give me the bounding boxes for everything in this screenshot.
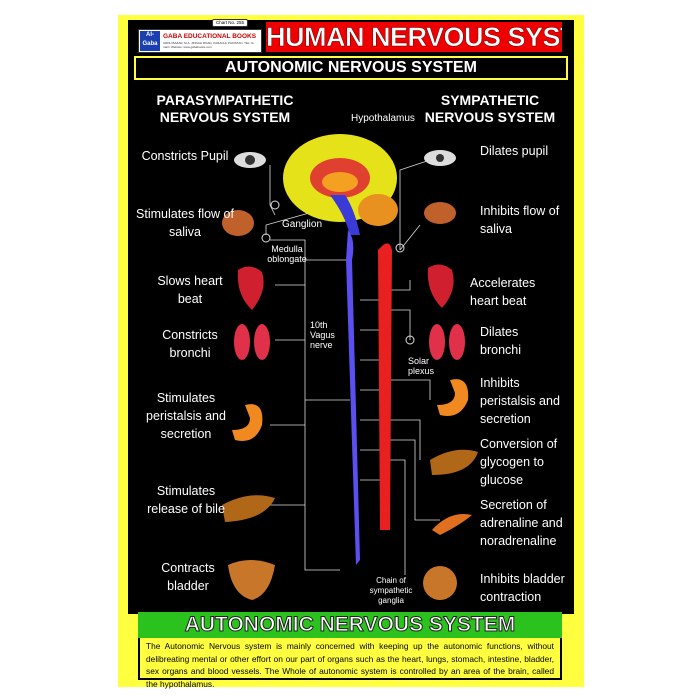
stomach-left — [232, 404, 263, 441]
right-label: Accelerates heart beat — [470, 276, 536, 308]
right-label: Inhibits flow of saliva — [480, 204, 560, 236]
connector-lines — [265, 159, 440, 575]
right-label: Secretion of adrenaline and noradrenalin… — [480, 498, 563, 548]
left-label: Contracts bladder — [161, 561, 215, 593]
sympathetic-chain — [378, 243, 392, 531]
heart-right — [427, 264, 454, 308]
lungs-left — [234, 324, 270, 360]
publisher-name: GABA EDUCATIONAL BOOKS — [163, 33, 257, 40]
eye-icon-right — [424, 150, 456, 166]
adrenal-gland — [432, 514, 472, 535]
footer-title: AUTONOMIC NERVOUS SYSTEM — [138, 612, 562, 638]
sympathetic-heading: SYMPATHETIC NERVOUS SYSTEM — [424, 92, 556, 125]
left-label: Stimulates release of bile — [147, 484, 225, 516]
left-label: Constricts Pupil — [141, 149, 229, 163]
left-label: Slows heart beat — [157, 274, 223, 306]
liver-left — [222, 495, 275, 522]
right-label: Inhibits peristalsis and secretion — [480, 376, 560, 426]
footer-description: The Autonomic Nervous system is mainly c… — [138, 638, 562, 689]
liver-right — [430, 449, 478, 475]
right-label: Dilates bronchi — [480, 325, 521, 357]
parasympathetic-heading: PARASYMPATHETIC NERVOUS SYSTEM — [156, 92, 294, 125]
publisher-address: URDU BAZAR, M.A. JINNAH ROAD, KARACHI, P… — [163, 41, 255, 49]
ganglion-marker — [261, 233, 271, 243]
ganglion-marker — [395, 243, 405, 253]
brain-stem — [330, 195, 360, 235]
poster-subtitle: AUTONOMIC NERVOUS SYSTEM — [134, 56, 568, 80]
bladder-left — [228, 560, 275, 600]
salivary-gland-right — [424, 202, 456, 224]
left-label: Stimulates peristalsis and secretion — [146, 391, 226, 441]
ganglion-label: Ganglion — [282, 219, 323, 230]
bladder-right — [423, 566, 457, 600]
chart-number: Chart No. 255 — [212, 19, 249, 27]
vagus-label: 10th Vagus nerve — [310, 320, 335, 350]
logo-mark: Al-Gaba — [140, 31, 160, 51]
brain-core — [322, 172, 358, 192]
chain-ganglia-label: Chain of sympathetic ganglia — [369, 576, 413, 605]
right-label: Conversion of glycogen to glucose — [480, 437, 558, 487]
salivary-gland-left — [222, 210, 254, 236]
ganglion-marker — [405, 335, 415, 345]
medulla-label: Medulla oblongate — [267, 244, 307, 264]
spinal-cord — [346, 230, 360, 565]
right-label: Dilates pupil — [480, 144, 549, 158]
left-label: Stimulates flow of saliva — [136, 207, 234, 239]
lungs-right — [429, 324, 465, 360]
publisher-logo: Al-Gaba GABA EDUCATIONAL BOOKS URDU BAZA… — [138, 29, 262, 53]
hypothalamus-label: Hypothalamus — [351, 113, 415, 124]
ganglion-marker — [270, 200, 280, 210]
eye-icon-left — [234, 152, 266, 168]
solar-plexus-label: Solar plexus — [408, 356, 435, 376]
left-label: Constricts bronchi — [162, 328, 218, 360]
right-label: Inhibits bladder contraction — [480, 572, 565, 604]
cerebellum — [358, 194, 398, 226]
heart-left — [237, 266, 264, 310]
poster-title: HUMAN NERVOUS SYSTEM — [266, 22, 562, 52]
stomach-right — [437, 379, 469, 416]
